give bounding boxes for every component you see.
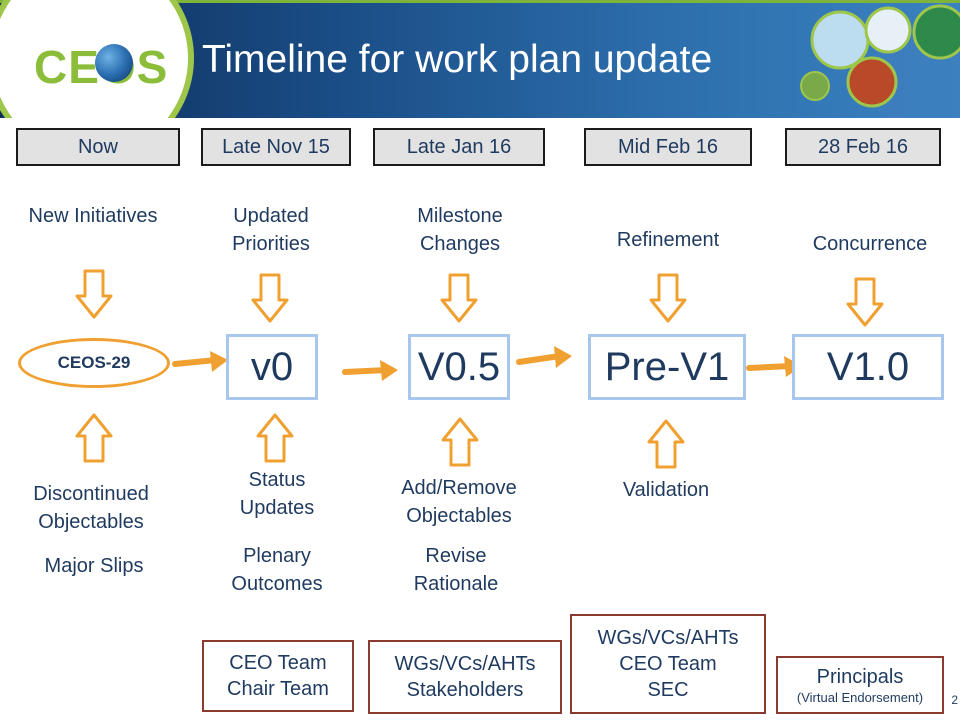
team-box-jan: WGs/VCs/AHTs Stakeholders <box>368 640 562 714</box>
page-title: Timeline for work plan update <box>202 38 713 81</box>
team-box-nov: CEO Team Chair Team <box>202 640 354 712</box>
team-line: WGs/VCs/AHTs <box>394 653 536 675</box>
ceos-29-oval: CEOS-29 <box>18 338 170 388</box>
label-plenary-outcomes: Plenary Outcomes <box>231 545 323 595</box>
label-add-remove-objectables: Add/Remove Objectables <box>401 477 517 527</box>
page-number: 2 <box>951 693 958 707</box>
team-line: WGs/VCs/AHTs <box>597 627 739 649</box>
date-now: Now <box>16 128 180 166</box>
header-stripe <box>0 0 960 3</box>
version-v05: V0.5 <box>408 334 510 400</box>
ceos-29-label: CEOS-29 <box>57 353 131 372</box>
label-concurrence: Concurrence <box>812 233 928 255</box>
version-v0: v0 <box>226 334 318 400</box>
date-late-jan: Late Jan 16 <box>373 128 545 166</box>
label-updated-priorities: Updated Priorities <box>232 205 310 255</box>
header-banner: CEOS Timeline for work plan update <box>0 0 960 118</box>
team-box-end: Principals (Virtual Endorsement) <box>776 656 944 714</box>
team-line: Stakeholders <box>406 679 524 701</box>
date-late-nov: Late Nov 15 <box>201 128 351 166</box>
label-refinement: Refinement <box>616 229 720 251</box>
down-arrow-icon <box>251 273 289 323</box>
version-pre-v1: Pre-V1 <box>588 334 746 400</box>
earth-imagery-decoration <box>800 4 960 118</box>
down-arrow-icon <box>75 269 113 319</box>
label-discontinued-objectables: Discontinued Objectables <box>33 483 149 533</box>
down-arrow-icon <box>649 273 687 323</box>
right-arrow-icon <box>516 346 572 368</box>
right-arrow-icon <box>172 351 228 372</box>
team-principals: Principals <box>816 666 904 688</box>
up-arrow-icon <box>256 413 294 463</box>
label-new-initiatives: New Initiatives <box>28 205 158 227</box>
date-28-feb: 28 Feb 16 <box>785 128 941 166</box>
right-arrow-icon <box>342 360 398 381</box>
team-virtual-endorsement: (Virtual Endorsement) <box>796 690 924 705</box>
label-validation: Validation <box>622 479 710 501</box>
down-arrow-icon <box>846 277 884 327</box>
team-line: SEC <box>647 679 689 701</box>
up-arrow-icon <box>441 417 479 467</box>
team-line: CEO Team <box>619 653 717 675</box>
logo-circle <box>0 0 188 118</box>
label-milestone-changes: Milestone Changes <box>417 205 503 255</box>
label-status-updates: Status Updates <box>239 469 315 519</box>
date-mid-feb: Mid Feb 16 <box>584 128 752 166</box>
team-line: CEO Team <box>229 652 327 674</box>
up-arrow-icon <box>647 419 685 469</box>
label-revise-rationale: Revise Rationale <box>413 545 499 595</box>
team-line: Chair Team <box>227 678 329 700</box>
down-arrow-icon <box>440 273 478 323</box>
up-arrow-icon <box>75 413 113 463</box>
team-box-mid: WGs/VCs/AHTs CEO Team SEC <box>570 614 766 714</box>
label-major-slips: Major Slips <box>44 555 144 577</box>
version-v1: V1.0 <box>792 334 944 400</box>
globe-icon <box>95 44 133 82</box>
